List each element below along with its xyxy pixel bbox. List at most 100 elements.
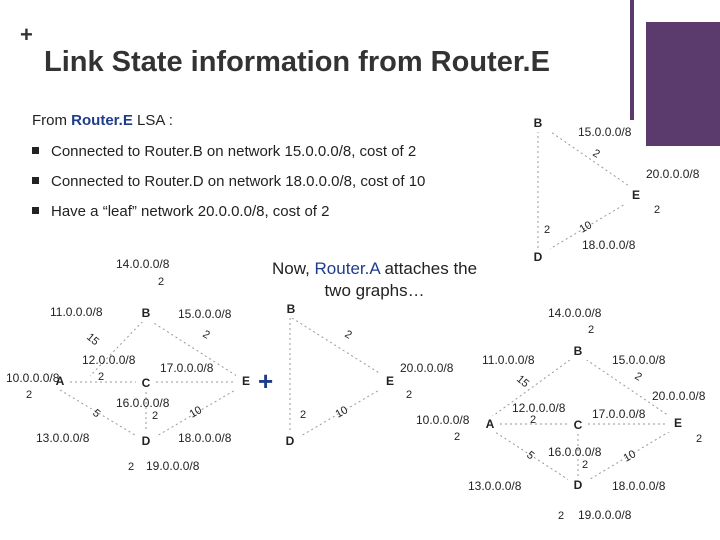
node-bg [568, 476, 588, 494]
cost-label: 5 [90, 407, 102, 420]
network-label: 10.0.0.0/8 [6, 371, 60, 385]
network-label: 15.0.0.0/8 [178, 307, 232, 321]
edge-a-d [59, 389, 141, 439]
edge-b-a [89, 317, 147, 377]
node-bg [136, 432, 156, 450]
node-bg [526, 248, 550, 266]
cost-label: 2 [98, 371, 104, 383]
network-label: 16.0.0.0/8 [116, 396, 170, 410]
network-label: 18.0.0.0/8 [178, 431, 232, 445]
now-text-prefix: Now, [272, 259, 315, 278]
lsa-bullet-text: Connected to Router.D on network 18.0.0.… [51, 173, 426, 190]
node-bg [482, 416, 498, 432]
network-label: 14.0.0.0/8 [116, 257, 170, 271]
network-label: 12.0.0.0/8 [512, 401, 566, 415]
node-d: D [286, 434, 295, 448]
network-label: 17.0.0.0/8 [160, 361, 214, 375]
node-b: B [142, 306, 151, 320]
cost-label: 2 [582, 459, 588, 471]
network-label: 20.0.0.0/8 [646, 167, 700, 181]
node-bg [668, 414, 688, 432]
cost-label: 2 [696, 433, 702, 445]
cost-label: 2 [633, 370, 644, 383]
cost-label: 10 [334, 404, 351, 421]
network-label: 18.0.0.0/8 [612, 479, 666, 493]
node-d: D [142, 434, 151, 448]
node-bg [380, 372, 400, 390]
cost-label: 15 [84, 331, 101, 348]
node-bg [526, 114, 550, 132]
cost-label: 2 [343, 328, 354, 341]
cost-label: 2 [588, 324, 594, 336]
node-b: B [534, 116, 543, 130]
node-bg [136, 374, 156, 392]
network-label: 12.0.0.0/8 [82, 353, 136, 367]
cost-label: 2 [26, 389, 32, 401]
network-label: 19.0.0.0/8 [578, 508, 632, 522]
node-e: E [242, 374, 250, 388]
graph-left: B A C E D 14.0.0.0/8 11.0.0.0/8 15.0.0.0… [6, 257, 256, 473]
cost-label: 2 [201, 328, 212, 341]
node-a: A [56, 374, 65, 388]
node-e: E [632, 188, 640, 202]
graph-middle: B E D 20.0.0.0/8 2 2 2 10 [280, 300, 454, 450]
network-label: 13.0.0.0/8 [36, 431, 90, 445]
node-c: C [574, 418, 583, 432]
cost-label: 2 [654, 204, 660, 216]
cost-label: 5 [524, 449, 536, 462]
node-bg [280, 432, 300, 450]
lsa-bullet-2: Connected to Router.D on network 18.0.0.… [32, 173, 425, 190]
edge-b-a [489, 353, 579, 419]
lsa-bullet-3: Have a “leaf” network 20.0.0.0/8, cost o… [32, 203, 329, 220]
node-bg [566, 342, 590, 360]
lsa-heading: From Router.E LSA : [32, 112, 173, 129]
node-e: E [386, 374, 394, 388]
node-bg [568, 416, 588, 434]
cost-label: 2 [558, 510, 564, 522]
node-b: B [574, 344, 583, 358]
network-label: 10.0.0.0/8 [416, 413, 470, 427]
cost-label: 10 [578, 219, 595, 236]
network-label: 17.0.0.0/8 [592, 407, 646, 421]
cost-label: 10 [188, 404, 205, 421]
lsa-bullet-1: Connected to Router.B on network 15.0.0.… [32, 143, 416, 160]
node-d: D [534, 250, 543, 264]
network-label: 15.0.0.0/8 [578, 125, 632, 139]
edge-b-e [291, 317, 385, 377]
node-bg [280, 300, 302, 318]
node-bg [624, 186, 648, 204]
node-b: B [287, 302, 296, 316]
node-bg [236, 372, 256, 390]
network-label: 11.0.0.0/8 [50, 305, 103, 319]
cost-label: 2 [544, 224, 550, 236]
cost-label: 2 [591, 147, 602, 160]
lsa-heading-prefix: From [32, 112, 72, 129]
cost-label: 2 [128, 461, 134, 473]
title-plus-mark: + [20, 22, 33, 47]
page-title: Link State information from Router.E [44, 46, 550, 78]
cost-label: 2 [300, 409, 306, 421]
lsa-heading-router: Router.E [71, 112, 133, 129]
now-text-line2: two graphs… [324, 281, 425, 300]
network-label: 20.0.0.0/8 [652, 389, 706, 403]
edge-b-e [547, 129, 633, 189]
lsa-heading-suffix: LSA : [132, 112, 173, 129]
network-label: 18.0.0.0/8 [582, 238, 636, 252]
cost-label: 2 [158, 276, 164, 288]
decorative-bar-left [630, 0, 634, 120]
network-label: 11.0.0.0/8 [482, 353, 535, 367]
node-a: A [486, 417, 495, 431]
graph-top-right: B E D 15.0.0.0/8 20.0.0.0/8 18.0.0.0/8 2… [526, 114, 700, 266]
cost-label: 10 [622, 448, 639, 465]
node-d: D [574, 478, 583, 492]
cost-label: 15 [514, 373, 531, 390]
network-label: 19.0.0.0/8 [146, 459, 200, 473]
now-text-router: Router.A [314, 259, 380, 278]
network-label: 20.0.0.0/8 [400, 361, 454, 375]
network-label: 14.0.0.0/8 [548, 306, 602, 320]
network-label: 13.0.0.0/8 [468, 479, 522, 493]
lsa-bullet-text: Connected to Router.B on network 15.0.0.… [51, 143, 417, 160]
bullet-square-icon [32, 176, 39, 184]
